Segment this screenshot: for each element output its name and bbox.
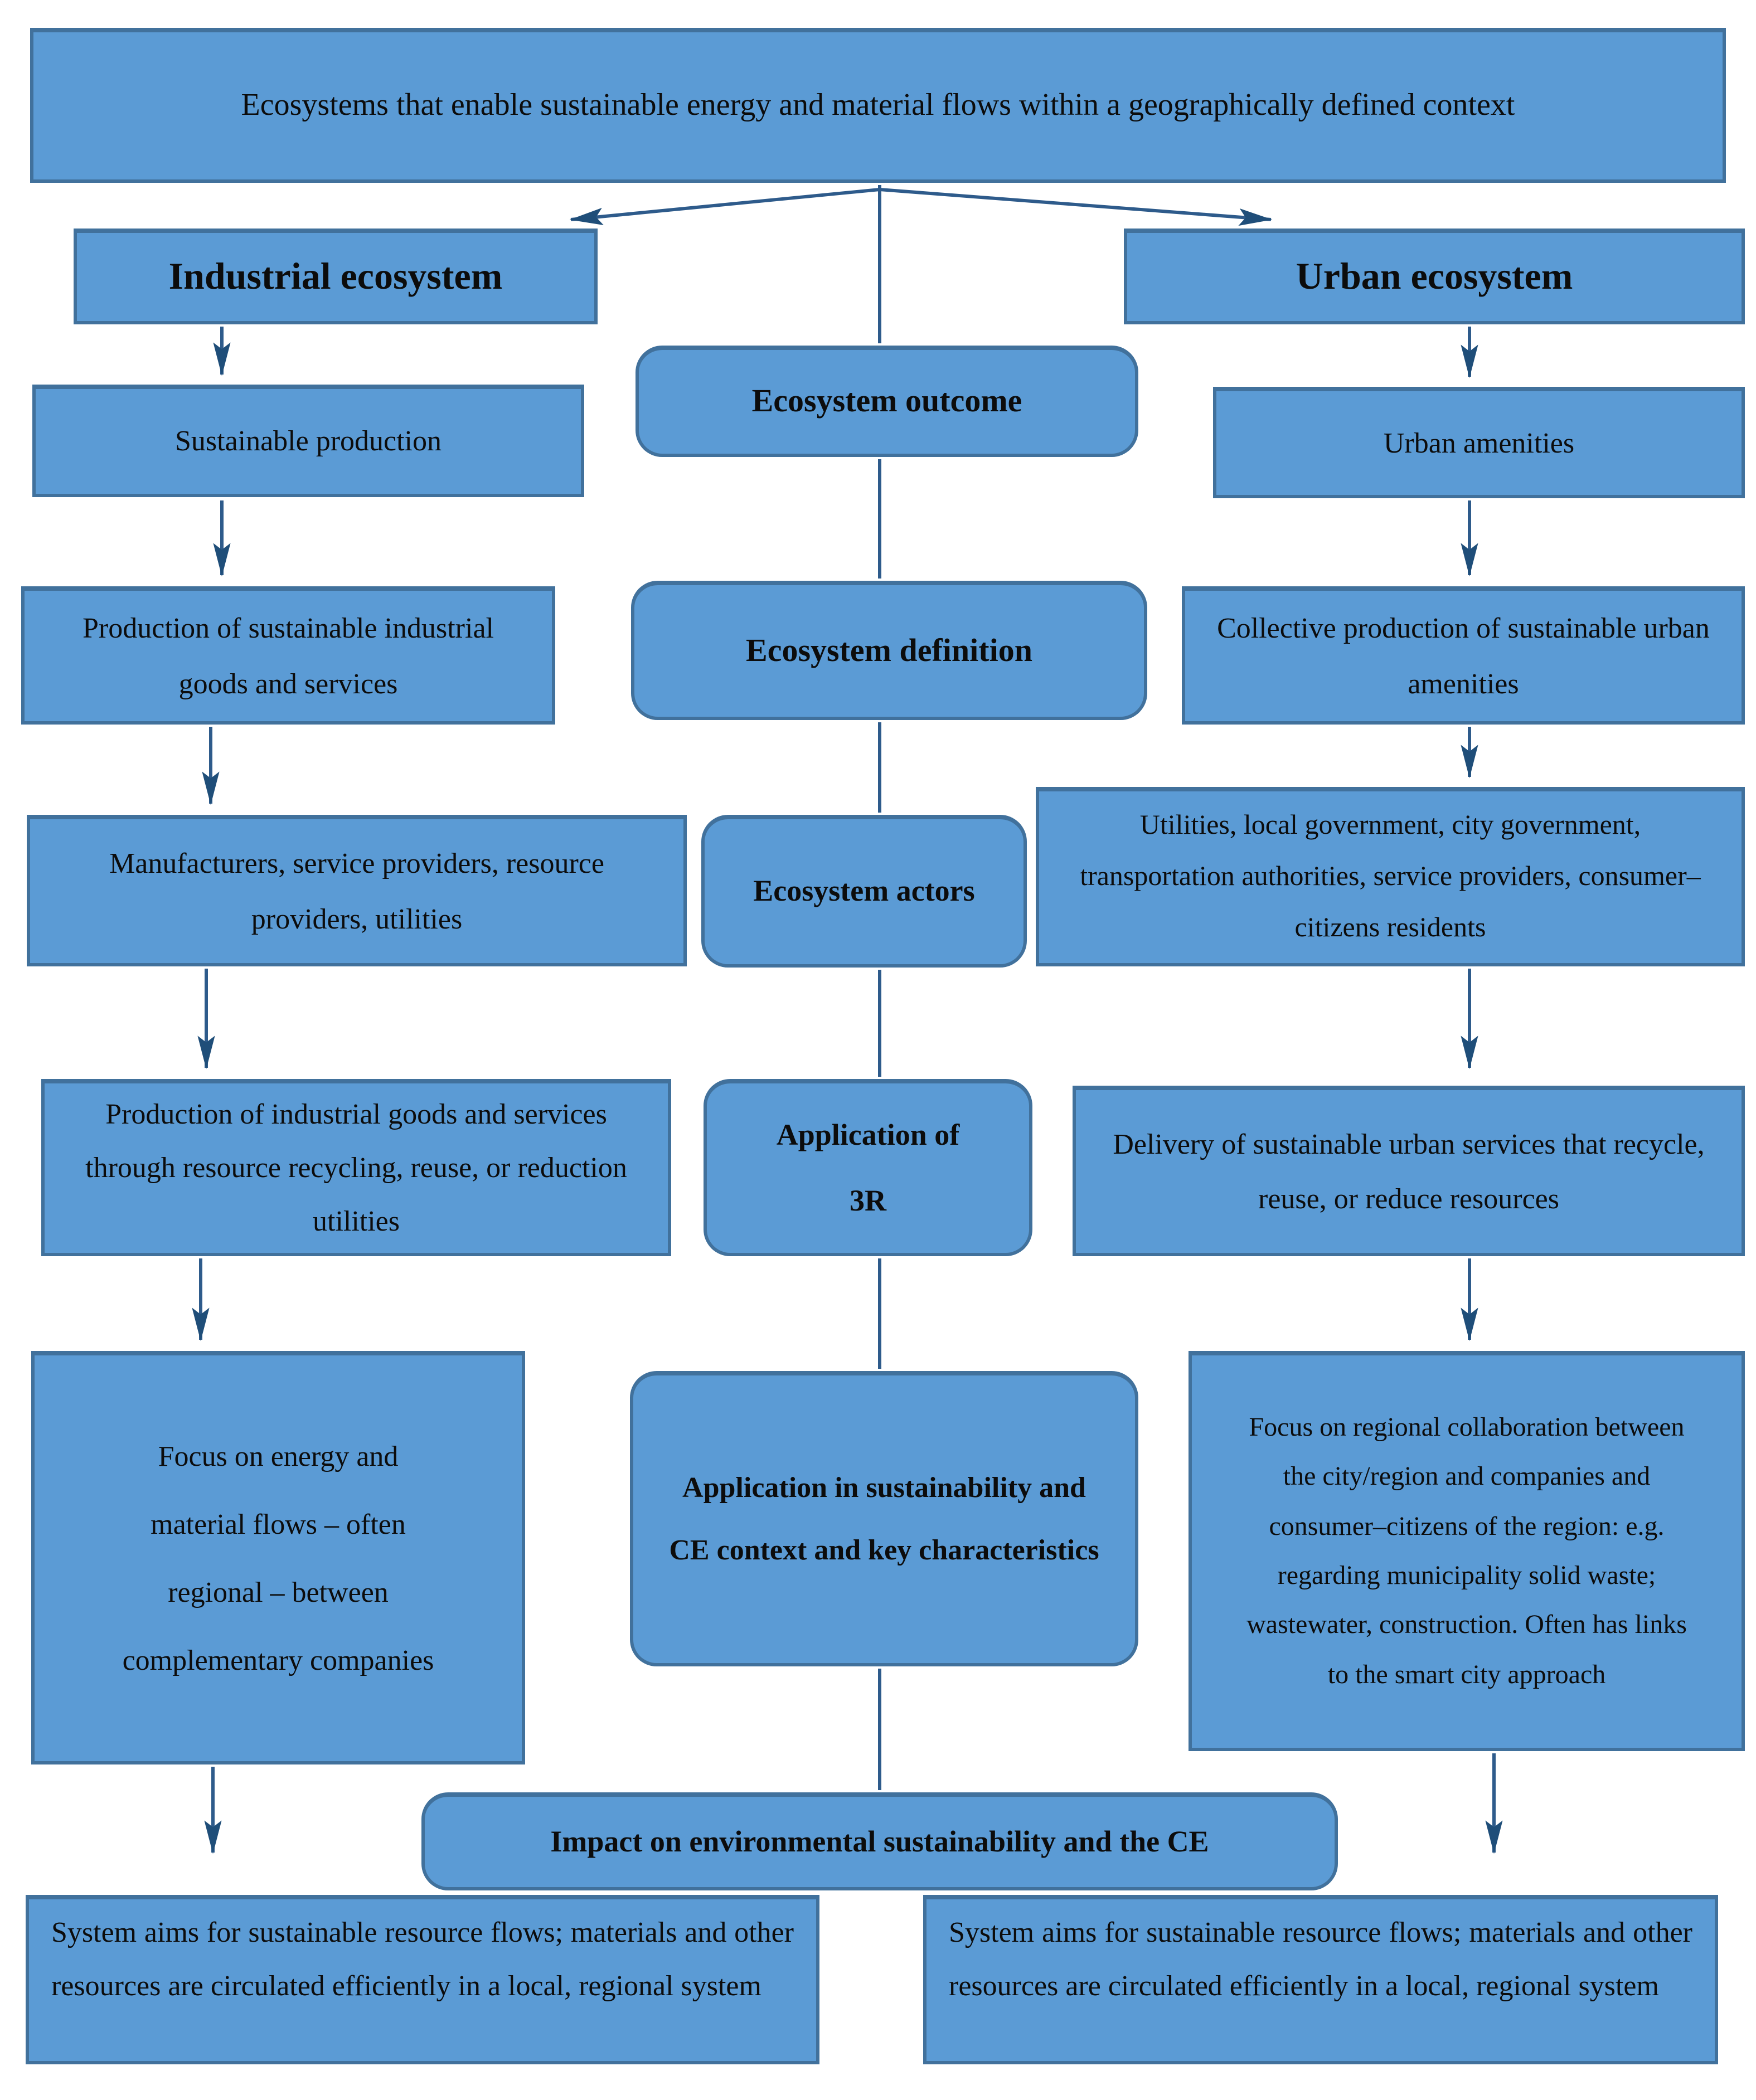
label-impact-environmental-sustainability: Impact on environmental sustainability a… [421, 1792, 1338, 1890]
industrial-step-production-goods-services: Production of sustainable industrial goo… [21, 586, 555, 725]
urban-step-focus: Focus on regional collaboration between … [1189, 1351, 1745, 1751]
industrial-step-focus: Focus on energy and material flows – oft… [31, 1351, 525, 1764]
label-ecosystem-actors: Ecosystem actors [701, 815, 1027, 968]
industrial-step-sustainable-production: Sustainable production [32, 385, 584, 497]
industrial-step-actors: Manufacturers, service providers, resour… [27, 815, 687, 966]
urban-step-amenities: Urban amenities [1213, 387, 1745, 498]
urban-ecosystem-header: Urban ecosystem [1124, 229, 1745, 324]
urban-step-actors: Utilities, local government, city govern… [1036, 787, 1745, 966]
industrial-step-3r-production: Production of industrial goods and servi… [41, 1079, 671, 1256]
label-application-sustainability-ce: Application in sustainability and CE con… [630, 1371, 1138, 1666]
arrow-top-to-urban [879, 188, 1273, 226]
urban-step-delivery: Delivery of sustainable urban services t… [1073, 1086, 1745, 1256]
top-banner: Ecosystems that enable sustainable energ… [30, 28, 1726, 183]
label-ecosystem-definition: Ecosystem definition [631, 581, 1147, 720]
urban-step-impact: System aims for sustainable resource flo… [923, 1895, 1718, 2064]
label-application-of-3r: Application of 3R [704, 1079, 1032, 1256]
industrial-ecosystem-header: Industrial ecosystem [74, 229, 598, 324]
label-ecosystem-outcome: Ecosystem outcome [636, 346, 1138, 457]
urban-step-collective-production: Collective production of sustainable urb… [1182, 586, 1745, 725]
industrial-step-impact: System aims for sustainable resource flo… [26, 1895, 819, 2064]
arrow-top-to-industrial [569, 188, 880, 225]
